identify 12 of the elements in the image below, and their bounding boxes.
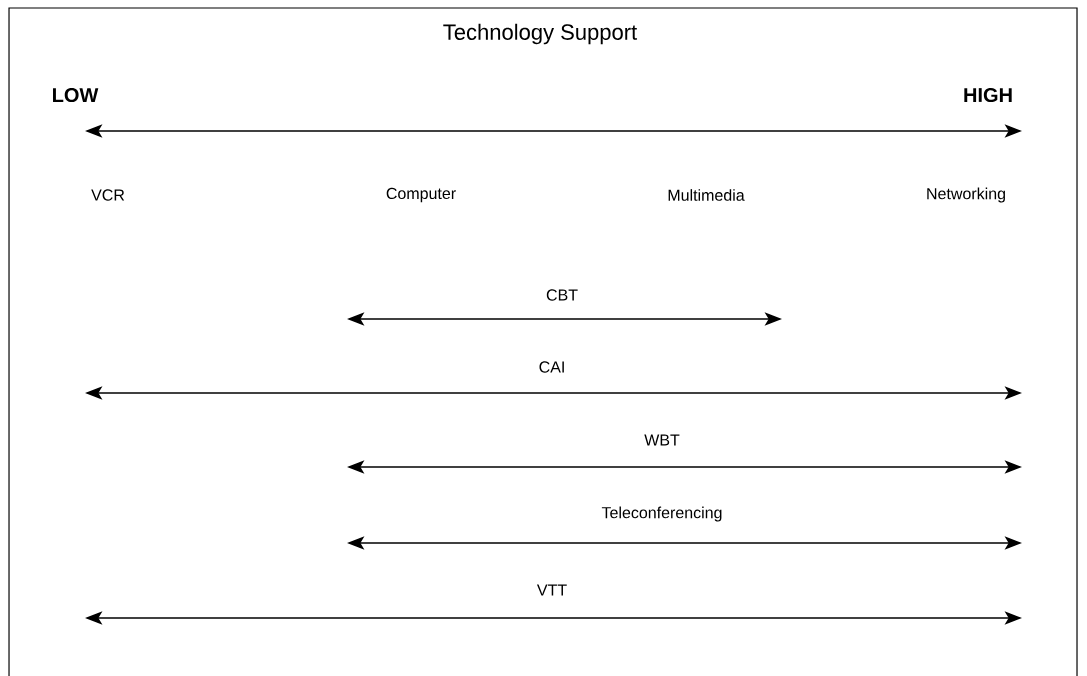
method-label: CBT	[546, 289, 578, 301]
technology-label: VCR	[91, 189, 125, 201]
technology-label: Computer	[386, 187, 456, 203]
method-label: CAI	[539, 361, 564, 373]
technology-label: Networking	[927, 187, 1005, 203]
method-label: Teleconferencing	[601, 506, 722, 522]
method-label: VTT	[536, 584, 567, 596]
method-label: WBT	[644, 434, 680, 446]
scale-label: HIGH	[964, 87, 1012, 103]
scale-label: LOW	[53, 87, 99, 103]
technology-label: Multimedia	[668, 189, 745, 201]
title: Technology Support	[443, 23, 638, 45]
